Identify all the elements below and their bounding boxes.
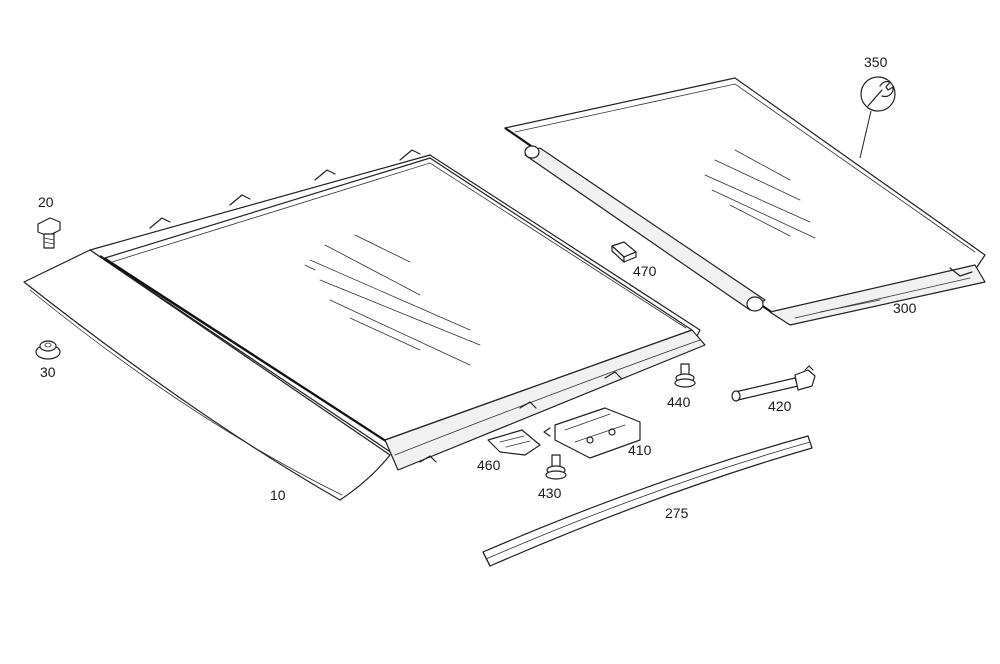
label-275: 275 xyxy=(665,505,689,521)
bracket-410 xyxy=(543,407,641,459)
clip-460 xyxy=(487,429,541,456)
nut-30 xyxy=(35,340,61,360)
roof-panel-front xyxy=(23,149,706,501)
label-410: 410 xyxy=(628,442,652,458)
roof-panel-rear xyxy=(504,77,986,326)
label-300: 300 xyxy=(893,300,917,316)
cable-420 xyxy=(731,365,816,402)
bolt-20 xyxy=(37,217,61,249)
label-440: 440 xyxy=(667,394,691,410)
label-30: 30 xyxy=(40,364,56,380)
label-10: 10 xyxy=(270,487,286,503)
seal-strip-275 xyxy=(482,435,813,567)
wrench-icon xyxy=(859,76,896,159)
label-350: 350 xyxy=(864,54,888,70)
glass-reflection xyxy=(304,234,481,366)
label-470: 470 xyxy=(633,263,657,279)
label-460: 460 xyxy=(477,457,501,473)
screw-430 xyxy=(545,454,567,480)
screw-440 xyxy=(674,363,696,388)
block-470 xyxy=(611,241,637,263)
label-420: 420 xyxy=(768,398,792,414)
label-20: 20 xyxy=(38,194,54,210)
glass-reflection-rear xyxy=(704,149,816,239)
label-430: 430 xyxy=(538,485,562,501)
